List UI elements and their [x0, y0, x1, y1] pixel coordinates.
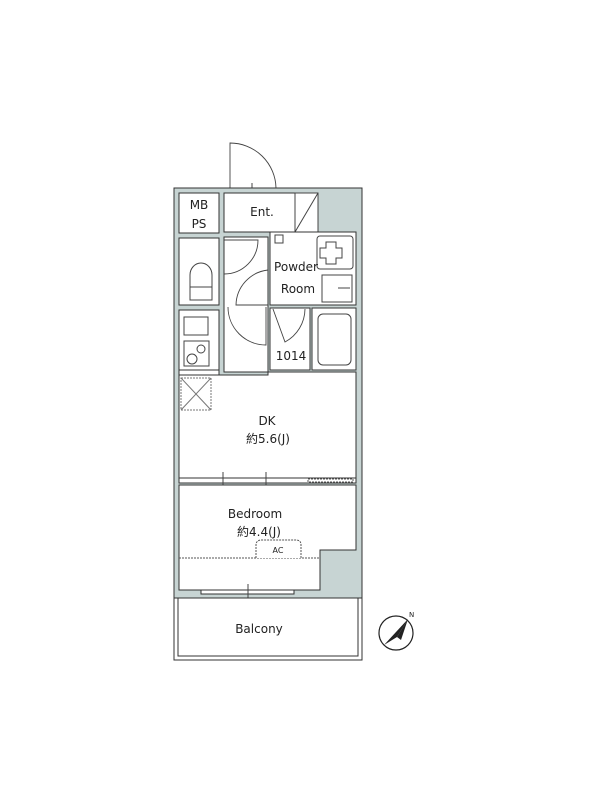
- room-balcony: [177, 597, 359, 657]
- hallway: [223, 236, 269, 373]
- entrance-door: [229, 142, 277, 189]
- room-mbps: [178, 192, 220, 234]
- toilet-icon: [189, 262, 213, 301]
- label-powder: Powder: [274, 260, 318, 274]
- label-storage: 1014: [276, 349, 307, 363]
- label-ps: PS: [192, 217, 207, 231]
- label-room: Room: [281, 282, 315, 296]
- label-mb: MB: [190, 198, 209, 212]
- kitchen-sink-icon: [183, 316, 209, 336]
- fridge-space: [180, 377, 212, 411]
- compass-icon: N: [378, 611, 414, 651]
- bathtub-icon: [317, 313, 352, 366]
- label-bedroom-size: 約4.4(J): [237, 524, 281, 539]
- compass-north-label: N: [409, 611, 414, 619]
- label-dk-size: 約5.6(J): [246, 431, 290, 446]
- room-bedroom: [178, 484, 357, 591]
- label-ac: AC: [273, 546, 284, 555]
- label-dk: DK: [258, 414, 276, 428]
- label-balcony: Balcony: [235, 622, 283, 636]
- ac-unit: [255, 539, 302, 558]
- label-entrance: Ent.: [250, 205, 274, 219]
- label-bedroom: Bedroom: [228, 507, 282, 521]
